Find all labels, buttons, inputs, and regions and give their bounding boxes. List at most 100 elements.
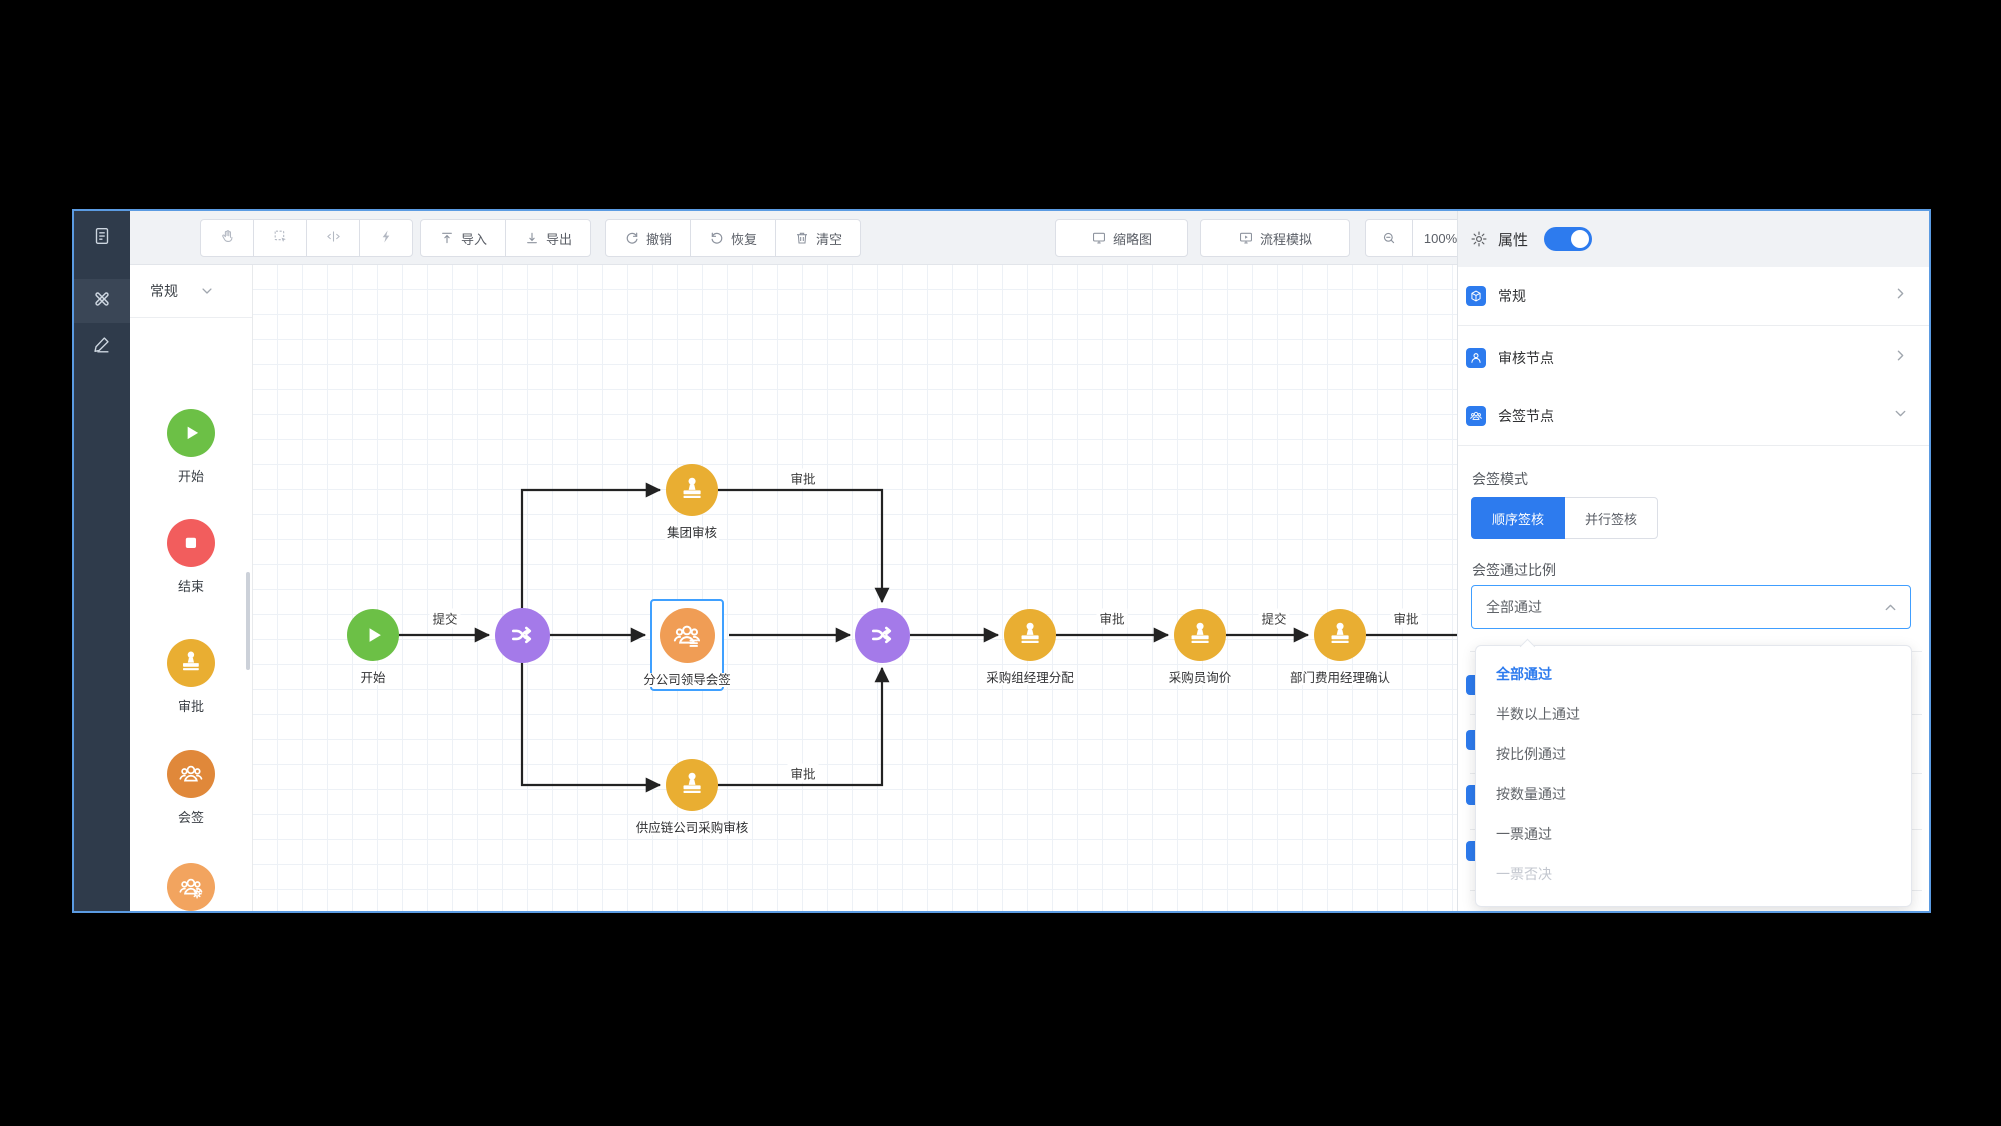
simulate-label: 流程模拟	[1259, 231, 1312, 247]
node-label: 采购组经理分配	[984, 671, 1076, 685]
marquee-select-button[interactable]	[253, 219, 307, 257]
clear-label: 清空	[815, 231, 842, 247]
pass-ratio-value: 全部通过	[1486, 599, 1542, 615]
node-label: 集团审核	[664, 526, 719, 540]
flow-node-start[interactable]	[347, 609, 399, 661]
properties-panel: 属性 常规审核节点会签节点 会签模式 顺序签核并行签核 会签通过比例 全部通过	[1457, 211, 1929, 911]
chevron-right-icon	[1893, 348, 1908, 368]
flow-edge[interactable]	[520, 662, 662, 793]
properties-header: 属性	[1458, 211, 1929, 268]
pencil-icon	[91, 333, 113, 360]
dropdown-notch	[1519, 638, 1536, 655]
toolbar: 导入 导出 撤销 恢复 清空	[130, 211, 1509, 265]
pass-ratio-dropdown: 全部通过半数以上通过按比例通过按数量通过一票通过一票否决	[1475, 638, 1912, 907]
export-label: 导出	[545, 231, 572, 247]
chevron-down-icon	[1893, 406, 1908, 426]
gear-icon	[1471, 231, 1487, 247]
rail-item-nodes[interactable]	[74, 279, 130, 323]
flow-edge[interactable]	[718, 488, 890, 604]
palette-item-end[interactable]: 结束	[130, 519, 252, 595]
palette-item-label: 开始	[177, 469, 204, 484]
edge-label: 审批	[787, 468, 819, 488]
sign-mode-segmented: 顺序签核并行签核	[1471, 497, 1658, 539]
section-label: 审核节点	[1498, 350, 1554, 366]
redo-label: 恢复	[730, 231, 757, 247]
free_sign-node-icon	[167, 863, 215, 911]
hand-tool-button[interactable]	[200, 219, 254, 257]
dropdown-option[interactable]: 全部通过	[1496, 666, 1552, 682]
pass-ratio-label: 会签通过比例	[1472, 562, 1556, 578]
redo-button[interactable]: 恢复	[690, 219, 776, 257]
flow-node-countersign[interactable]	[659, 607, 715, 663]
undo-label: 撤销	[645, 231, 672, 247]
document-icon	[91, 225, 113, 252]
import-label: 导入	[460, 231, 487, 247]
end-node-icon	[167, 519, 215, 567]
flow-canvas[interactable]: 开始集团审核分公司领导会签供应链公司采购审核采购组经理分配采购员询价部门费用经理…	[252, 264, 1457, 911]
lightning-tool-icon	[378, 228, 395, 248]
flow-node-approve[interactable]	[666, 464, 718, 516]
sign-mode-option[interactable]: 顺序签核	[1471, 497, 1565, 539]
section-row-2[interactable]: 审核节点	[1458, 329, 1929, 388]
edge-layer	[399, 482, 1457, 793]
node-label: 采购员询价	[1166, 671, 1234, 685]
edge-label: 提交	[429, 608, 461, 628]
minimap-icon	[1092, 232, 1105, 244]
import-button[interactable]: 导入	[420, 219, 506, 257]
sign-mode-option[interactable]: 并行签核	[1564, 497, 1658, 539]
flow-node-approve[interactable]	[1174, 609, 1226, 661]
export-button[interactable]: 导出	[505, 219, 591, 257]
chevron-right-icon	[1893, 286, 1908, 306]
minimap-button[interactable]: 缩略图	[1055, 219, 1188, 257]
move-tool-button[interactable]	[306, 219, 360, 257]
dropdown-option-list: 全部通过半数以上通过按比例通过按数量通过一票通过一票否决	[1476, 654, 1911, 894]
dropdown-option[interactable]: 半数以上通过	[1496, 706, 1580, 722]
palette-item-start[interactable]: 开始	[130, 409, 252, 485]
flow-edge[interactable]	[718, 666, 890, 787]
dropdown-option[interactable]: 一票通过	[1496, 826, 1552, 842]
undo-icon	[626, 232, 638, 244]
lightning-tool-button[interactable]	[359, 219, 413, 257]
palette-scrollbar[interactable]	[246, 572, 250, 670]
palette-item-free_sign[interactable]: 自由签核	[130, 863, 252, 911]
workflow-designer-window: 导入 导出 撤销 恢复 清空	[72, 209, 1931, 913]
rail-item-pencil[interactable]	[74, 324, 130, 368]
palette-item-approve[interactable]: 审批	[130, 639, 252, 715]
palette-item-label: 结束	[177, 579, 204, 594]
palette-group-header[interactable]: 常规	[130, 264, 252, 318]
flow-edge[interactable]	[520, 482, 662, 608]
chevron-down-icon	[202, 287, 212, 294]
move-tool-icon	[325, 228, 342, 248]
section-row-1[interactable]: 常规	[1458, 267, 1929, 326]
properties-toggle[interactable]	[1544, 227, 1593, 251]
dropdown-option[interactable]: 按比例通过	[1496, 746, 1566, 762]
palette-item-countersign[interactable]: 会签	[130, 750, 252, 826]
simulate-icon	[1239, 232, 1252, 244]
dropdown-option: 一票否决	[1496, 866, 1552, 882]
tool-button-group	[200, 219, 413, 257]
flow-node-approve[interactable]	[1004, 609, 1056, 661]
sign-mode-label: 会签模式	[1472, 471, 1528, 487]
import-icon	[442, 232, 452, 244]
flow-node-gateway[interactable]	[494, 607, 550, 663]
node-label: 分公司领导会签	[641, 672, 733, 687]
rail-item-document[interactable]	[74, 216, 130, 260]
clear-button[interactable]: 清空	[775, 219, 861, 257]
palette-group-label: 常规	[150, 282, 178, 299]
pass-ratio-select[interactable]: 全部通过	[1471, 585, 1911, 629]
section-label: 会签节点	[1498, 408, 1554, 424]
dropdown-option[interactable]: 按数量通过	[1496, 786, 1566, 802]
export-icon	[527, 232, 537, 244]
edge-label: 提交	[1258, 608, 1290, 628]
undo-button[interactable]: 撤销	[605, 219, 691, 257]
zoom-out-button[interactable]	[1365, 219, 1413, 257]
nodes-icon	[91, 288, 113, 315]
node-palette: 常规 开始结束审批会签自由签核	[130, 264, 253, 911]
simulate-button[interactable]: 流程模拟	[1200, 219, 1350, 257]
section-row-3[interactable]: 会签节点	[1458, 387, 1929, 446]
flow-node-approve[interactable]	[666, 759, 718, 811]
toggle-knob	[1571, 230, 1590, 248]
flow-node-gateway[interactable]	[854, 607, 910, 663]
flow-node-approve[interactable]	[1314, 609, 1366, 661]
